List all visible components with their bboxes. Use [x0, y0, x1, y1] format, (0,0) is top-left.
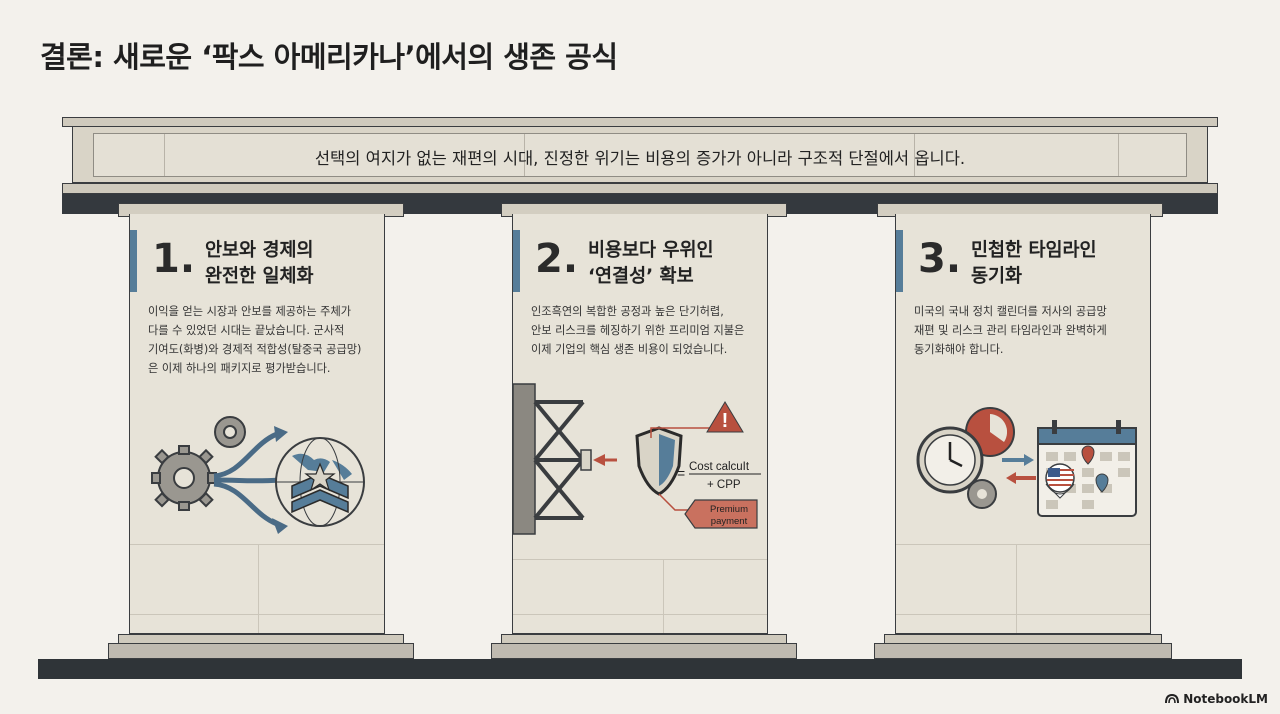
beam-panel: [93, 133, 1187, 177]
pillar-2-number: 2.: [535, 236, 579, 282]
svg-text:!: !: [722, 410, 729, 432]
pillar-3: 3. 민첩한 타임라인 동기화 미국의 국내 정치 캘린더를 저사의 공급망 재…: [895, 214, 1151, 634]
pillar-3-heading: 민첩한 타임라인 동기화: [971, 240, 1097, 287]
brand-label[interactable]: NotebookLM: [1165, 692, 1268, 707]
pillar-1-body: 이익을 얻는 시장과 안보를 제공하는 주체가 다를 수 있었던 시대는 끝났습…: [148, 305, 362, 375]
beam-bottom-molding: [62, 183, 1218, 194]
pillar-3-body: 미국의 국내 정치 캘린더를 저사의 공급망 재편 및 리스크 관리 타임라인과…: [914, 305, 1107, 356]
pillar-3-number: 3.: [918, 236, 962, 282]
cost-label-line1: Cost calcuIt: [689, 461, 750, 473]
pillar-3-accent-bar: [896, 230, 903, 292]
pillar-2-body: 인조흑연의 복합한 공정과 높은 단기허렵, 안보 리스크를 헤징하기 위한 프…: [531, 305, 745, 356]
premium-label-line1: Premium: [710, 504, 748, 515]
pillar-1-plinth: [108, 643, 414, 659]
shield-cost-icon: ! = Cost calcuIt + CPP Premium payment: [513, 383, 761, 535]
gears-to-globe-icon: [151, 416, 365, 534]
equals-sign: =: [677, 465, 685, 481]
pillar-2-accent-bar: [513, 230, 520, 292]
pillar-3-plinth: [874, 643, 1172, 659]
banner-text: 선택의 여지가 없는 재편의 시대, 진정한 위기는 비용의 증가가 아니라 구…: [314, 149, 966, 168]
premium-label-line2: payment: [711, 516, 748, 527]
pillar-1-heading: 안보와 경제의 완전한 일체화: [205, 240, 314, 287]
notebooklm-logo-icon: [1165, 693, 1180, 707]
pillar-1-accent-bar: [130, 230, 137, 292]
page-title: 결론: 새로운 ‘팍스 아메리카나’에서의 생존 공식: [40, 40, 618, 74]
beam-top-molding: [62, 117, 1218, 127]
pillar-2-plinth: [491, 643, 797, 659]
pillar-2: 2. 비용보다 우위인 ‘연결성’ 확보 인조흑연의 복합한 공정과 높은 단기…: [512, 214, 768, 634]
banner-beam: 선택의 여지가 없는 재편의 시대, 진정한 위기는 비용의 증가가 아니라 구…: [72, 127, 1208, 183]
pillar-2-heading: 비용보다 우위인 ‘연결성’ 확보: [588, 240, 714, 287]
pillar-1-number: 1.: [152, 236, 196, 282]
ground-slab: [38, 659, 1242, 679]
cost-label-line2: + CPP: [707, 479, 741, 491]
pillar-1: 1. 안보와 경제의 완전한 일체화 이익을 얻는 시장과 안보를 제공하는 주…: [129, 214, 385, 634]
clock-calendar-icon: [916, 407, 1137, 517]
